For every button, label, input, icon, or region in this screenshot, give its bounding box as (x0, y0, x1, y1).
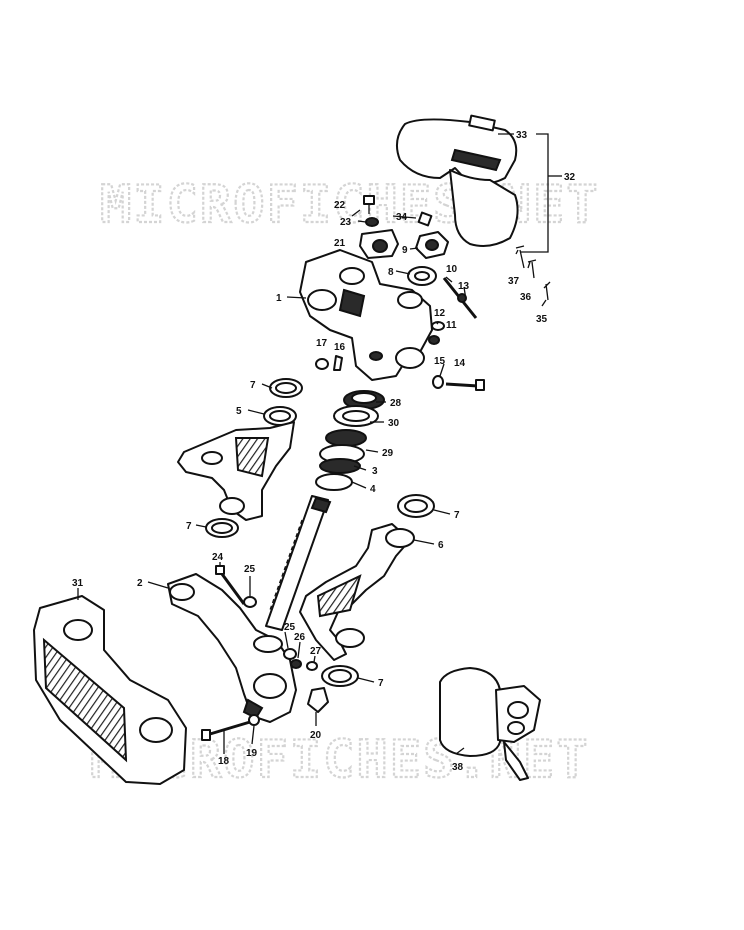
part-27 (306, 661, 318, 671)
callout-4: 4 (370, 484, 376, 495)
callout-17: 17 (316, 338, 328, 349)
callout-37: 37 (508, 276, 520, 287)
right-bracket-part (299, 494, 435, 661)
upper-bracket-1-part (299, 249, 433, 381)
callout-31: 31 (72, 578, 84, 589)
bolt-14-part (432, 375, 485, 391)
callout-2: 2 (137, 578, 143, 589)
part-26 (290, 659, 302, 669)
callout-32: 32 (564, 172, 576, 183)
callout-21: 21 (334, 238, 346, 249)
callout-27: 27 (310, 646, 322, 657)
callout-34: 34 (396, 212, 408, 223)
callout-30: 30 (388, 418, 400, 429)
steering-stem-part (265, 495, 332, 631)
callout-24: 24 (212, 552, 224, 563)
callout-7b: 7 (186, 521, 192, 532)
callout-18: 18 (218, 756, 230, 767)
callout-11: 11 (446, 320, 457, 331)
callout-6: 6 (438, 540, 444, 551)
part-17 (315, 358, 329, 370)
callout-1: 1 (276, 293, 282, 304)
washer-12-part (431, 321, 445, 331)
callout-38: 38 (452, 762, 464, 773)
lower-cover-31-part (33, 595, 187, 785)
callout-16: 16 (334, 342, 346, 353)
callout-10: 10 (446, 264, 458, 275)
washer-25-upper (243, 596, 257, 608)
leader-lines (77, 133, 562, 755)
nut-11-part (428, 335, 440, 345)
callout-3: 3 (372, 466, 378, 477)
callout-7a: 7 (250, 380, 256, 391)
callout-15: 15 (434, 356, 446, 367)
callout-35: 35 (536, 314, 548, 325)
callout-25b: 25 (284, 622, 296, 633)
bearing-stack-part (315, 390, 385, 491)
callout-25a: 25 (244, 564, 256, 575)
callout-20: 20 (310, 730, 322, 741)
callout-12: 12 (434, 308, 446, 319)
callout-14: 14 (454, 358, 466, 369)
part-34-cube (417, 211, 433, 227)
callout-19: 19 (246, 748, 258, 759)
washer-25-lower (283, 648, 297, 660)
bolt-18-part (201, 714, 260, 741)
callout-33: 33 (516, 130, 528, 141)
callout-13: 13 (458, 281, 470, 292)
callout-36: 36 (520, 292, 532, 303)
upper-cover-part (395, 114, 519, 247)
callout-23: 23 (340, 217, 352, 228)
pins-part (515, 245, 551, 301)
callout-5: 5 (236, 406, 242, 417)
callout-9: 9 (402, 245, 408, 256)
ignition-switch-38-part (439, 667, 541, 781)
callout-26: 26 (294, 632, 306, 643)
nut-9-part (415, 231, 449, 259)
callout-7c: 7 (454, 510, 460, 521)
callout-labels: 1 2 3 4 5 6 7 7 7 7 8 9 10 11 12 13 14 1… (72, 130, 576, 773)
left-bracket-part (177, 421, 295, 521)
callout-22: 22 (334, 200, 346, 211)
callout-29: 29 (382, 448, 394, 459)
part-16 (333, 355, 343, 371)
lower-triple-clamp-2-part (167, 573, 297, 723)
callout-7d: 7 (378, 678, 384, 689)
callout-8: 8 (388, 267, 394, 278)
part-20 (307, 687, 329, 713)
callout-28: 28 (390, 398, 402, 409)
